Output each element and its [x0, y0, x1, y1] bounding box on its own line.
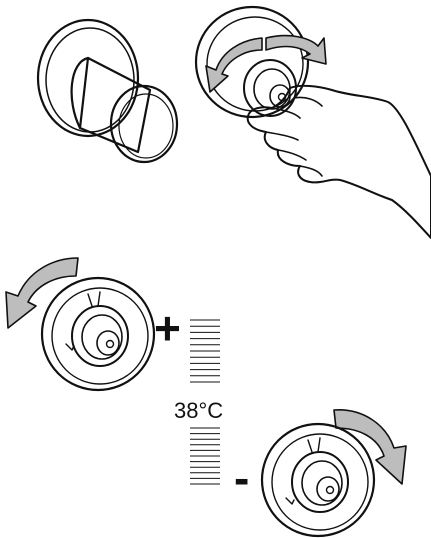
scale-ticks-lower: [190, 427, 220, 485]
shower-knob-icon: [36, 18, 179, 164]
rotate-left-arrow: [205, 37, 263, 93]
counterclockwise-arrow: [5, 257, 79, 329]
temperature-label: 38°C: [174, 398, 223, 423]
decrease-symbol: -: [234, 452, 249, 504]
temperature-scale: + 38°C -: [154, 302, 249, 504]
increase-symbol: +: [154, 302, 181, 354]
rotate-right-arrow: [265, 34, 327, 65]
hand-turning-knob-icon: [194, 5, 431, 239]
scale-ticks-upper: [190, 319, 220, 383]
clockwise-arrow: [333, 409, 407, 485]
knob-turn-counterclockwise-icon: [5, 257, 156, 392]
knob-turn-clockwise-icon: [260, 409, 407, 538]
